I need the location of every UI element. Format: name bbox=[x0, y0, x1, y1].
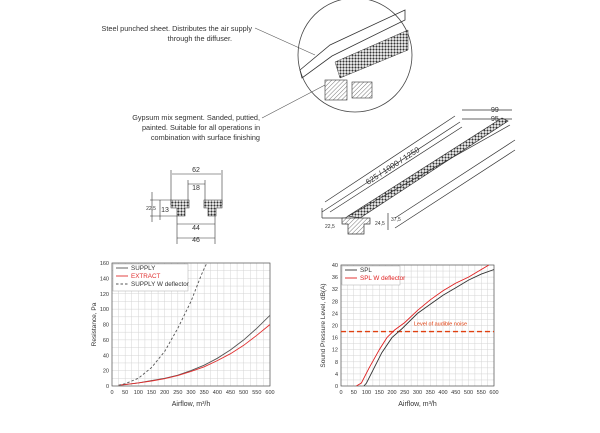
dim-46: 46 bbox=[192, 237, 200, 244]
x-tick-label: 300 bbox=[186, 390, 195, 396]
y-tick-label: 60 bbox=[103, 338, 109, 344]
x-tick-label: 450 bbox=[226, 390, 235, 396]
y-tick-label: 40 bbox=[103, 353, 109, 359]
dim-44: 44 bbox=[192, 225, 200, 232]
leader-line bbox=[261, 84, 326, 119]
x-tick-label: 500 bbox=[239, 390, 248, 396]
dim-99: 99 bbox=[491, 107, 499, 114]
x-tick-label: 500 bbox=[464, 390, 473, 396]
y-tick-label: 4 bbox=[335, 372, 338, 378]
legend-box bbox=[112, 263, 189, 292]
x-tick-label: 0 bbox=[110, 390, 113, 396]
y-tick-label: 12 bbox=[332, 348, 338, 354]
y-tick-label: 8 bbox=[335, 360, 338, 366]
y-axis-label: Resistance, Pa bbox=[91, 302, 98, 346]
x-tick-label: 0 bbox=[339, 390, 342, 396]
isometric-diffuser-drawing bbox=[321, 109, 516, 235]
x-tick-label: 350 bbox=[200, 390, 209, 396]
x-tick-label: 150 bbox=[147, 390, 156, 396]
x-tick-label: 550 bbox=[252, 390, 261, 396]
legend-label: SPL bbox=[360, 267, 372, 274]
detail-magnifier bbox=[297, 0, 413, 113]
y-tick-label: 20 bbox=[103, 369, 109, 375]
y-tick-label: 160 bbox=[100, 261, 109, 267]
x-tick-label: 400 bbox=[213, 390, 222, 396]
y-tick-label: 0 bbox=[106, 384, 109, 390]
y-axis-label: Sound Pressure Level, dB(A) bbox=[320, 283, 327, 367]
x-tick-label: 200 bbox=[160, 390, 169, 396]
note-line: Gypsum mix segment. Sanded, puttied, bbox=[132, 113, 260, 122]
x-tick-label: 250 bbox=[400, 390, 409, 396]
leader-line bbox=[254, 27, 316, 56]
legend-label: SPL W deflector bbox=[360, 275, 405, 282]
y-tick-label: 16 bbox=[332, 336, 338, 342]
x-tick-label: 150 bbox=[375, 390, 384, 396]
series-line-extract bbox=[118, 324, 270, 386]
y-tick-label: 24 bbox=[332, 311, 338, 317]
dim-37-5: 37,5 bbox=[391, 217, 401, 223]
x-tick-label: 100 bbox=[134, 390, 143, 396]
series-line-spl bbox=[363, 269, 494, 386]
note-line: combination with surface finishing bbox=[150, 133, 260, 142]
dim-24-5: 24,5 bbox=[375, 221, 385, 227]
note-line: Steel punched sheet. Distributes the air… bbox=[101, 24, 252, 33]
x-tick-label: 400 bbox=[438, 390, 447, 396]
dim-95: 95 bbox=[491, 116, 499, 123]
x-tick-label: 50 bbox=[122, 390, 128, 396]
x-tick-label: 300 bbox=[413, 390, 422, 396]
y-tick-label: 140 bbox=[100, 276, 109, 282]
x-axis-label: Airflow, m³/h bbox=[172, 401, 211, 408]
dim-62: 62 bbox=[192, 167, 200, 174]
y-tick-label: 0 bbox=[335, 384, 338, 390]
legend-label: EXTRACT bbox=[131, 273, 161, 280]
x-tick-label: 250 bbox=[173, 390, 182, 396]
x-tick-label: 100 bbox=[362, 390, 371, 396]
y-tick-label: 80 bbox=[103, 323, 109, 329]
steel-sheet-annotation: Steel punched sheet. Distributes the air… bbox=[72, 24, 252, 44]
x-tick-label: 350 bbox=[426, 390, 435, 396]
legend-label: SUPPLY W deflector bbox=[131, 281, 189, 288]
x-tick-label: 50 bbox=[351, 390, 357, 396]
y-tick-label: 36 bbox=[332, 275, 338, 281]
y-tick-label: 28 bbox=[332, 299, 338, 305]
dim-22-5: 22,5 bbox=[146, 206, 156, 212]
gypsum-annotation: Gypsum mix segment. Sanded, puttied, pai… bbox=[108, 113, 260, 143]
dim-22-5-iso: 22,5 bbox=[325, 224, 335, 230]
plot-frame bbox=[340, 264, 495, 387]
x-tick-label: 600 bbox=[489, 390, 498, 396]
series-line-spl-w-deflector bbox=[356, 265, 490, 386]
x-tick-label: 200 bbox=[387, 390, 396, 396]
x-tick-label: 450 bbox=[451, 390, 460, 396]
noise-level-label: Level of audible noise bbox=[414, 322, 467, 328]
series-line-supply-w-deflector bbox=[118, 263, 208, 386]
legend-box bbox=[341, 265, 401, 286]
dim-13: 13 bbox=[161, 207, 169, 214]
x-tick-label: 600 bbox=[265, 390, 274, 396]
y-tick-label: 40 bbox=[332, 263, 338, 269]
x-tick-label: 550 bbox=[477, 390, 486, 396]
legend-label: SUPPLY bbox=[131, 265, 156, 272]
y-tick-label: 20 bbox=[332, 324, 338, 330]
dim-18: 18 bbox=[192, 185, 200, 192]
y-tick-label: 120 bbox=[100, 292, 109, 298]
note-line: through the diffuser. bbox=[167, 34, 232, 43]
profile-section-drawing bbox=[150, 170, 223, 244]
y-tick-label: 100 bbox=[100, 307, 109, 313]
x-axis-label: Airflow, m³/h bbox=[398, 401, 437, 408]
y-tick-label: 32 bbox=[332, 287, 338, 293]
note-line: painted. Suitable for all operations in bbox=[141, 123, 260, 132]
